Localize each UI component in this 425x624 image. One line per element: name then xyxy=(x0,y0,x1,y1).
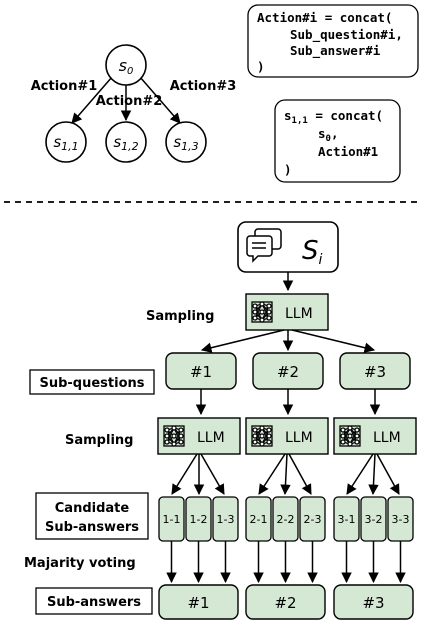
candidate-label-2-2: 2-2 xyxy=(277,513,295,526)
chat-bubble-icon xyxy=(246,228,282,263)
neural-network-icon xyxy=(163,425,185,447)
subanswer-label-3: #3 xyxy=(362,594,384,612)
sampling-label-1: Sampling xyxy=(146,309,214,324)
subanswer-box-1 xyxy=(158,584,239,620)
state-box: Si xyxy=(237,221,339,273)
candidate-label-2-1: 2-1 xyxy=(250,513,268,526)
child-node-2 xyxy=(105,121,147,163)
subanswer-label-2: #2 xyxy=(274,594,296,612)
state-label: Si xyxy=(302,236,323,268)
code2-line-1: s1,1 = concat( xyxy=(284,108,383,126)
candidate-label-1-2: 1-2 xyxy=(190,513,208,526)
candidate-label-line-2: Sub-answers xyxy=(45,520,139,535)
action-label-2: Action#2 xyxy=(96,94,163,109)
code2-line-3: Action#1 xyxy=(318,144,378,159)
action-label-3: Action#3 xyxy=(170,79,237,94)
subquestion-label-1: #1 xyxy=(190,363,212,381)
subanswer-label-1: #1 xyxy=(187,594,209,612)
code1-line-2: Sub_question#i, xyxy=(290,27,403,43)
subquestions-label: Sub-questions xyxy=(39,376,144,391)
candidate-label-2-3: 2-3 xyxy=(304,513,322,526)
candidate-label-1-1: 1-1 xyxy=(163,513,181,526)
code2-line-2: s0, xyxy=(318,126,338,144)
majority-voting-label: Majarity voting xyxy=(24,556,136,571)
candidate-label-3-1: 3-1 xyxy=(338,513,356,526)
llm-label: LLM xyxy=(285,306,313,322)
candidate-label-1-3: 1-3 xyxy=(217,513,235,526)
neural-network-icon xyxy=(251,425,273,447)
candidate-label-box xyxy=(35,492,149,540)
neural-network-icon xyxy=(339,425,361,447)
subquestion-label-3: #3 xyxy=(364,363,386,381)
subquestions-label-box xyxy=(29,369,155,395)
code2-line-4: ) xyxy=(284,162,292,177)
code1-line-1: Action#i = concat( xyxy=(257,10,392,25)
action-definition-box: Action#i = concat( Sub_question#i, Sub_a… xyxy=(247,4,419,78)
child-label-3: s1,3 xyxy=(173,133,198,153)
subanswers-label-box xyxy=(35,587,153,615)
subanswer-box-3 xyxy=(333,584,414,620)
llm-sampler-1: LLM xyxy=(157,417,241,455)
root-node xyxy=(105,44,147,86)
state-definition-box: s1,1 = concat( s0, Action#1 ) xyxy=(274,99,401,183)
action-label-1: Action#1 xyxy=(31,79,98,94)
candidate-label-line-1: Candidate xyxy=(55,501,130,516)
candidate-label-3-2: 3-2 xyxy=(365,513,383,526)
search-tree: s0 s1,1 s1,2 s1,3 Action#1 Action#2 Acti… xyxy=(31,44,237,163)
subquestion-label-2: #2 xyxy=(277,363,299,381)
child-label-1: s1,1 xyxy=(53,133,78,153)
llm-sampler-3: LLM xyxy=(333,417,417,455)
child-node-1 xyxy=(45,121,87,163)
root-label: s0 xyxy=(119,56,134,77)
llm-sampler-2: LLM xyxy=(245,417,329,455)
llm-sampler-top: LLM xyxy=(245,293,329,331)
candidate-label-3-3: 3-3 xyxy=(392,513,410,526)
neural-network-icon xyxy=(251,301,273,323)
sampling-label-2: Sampling xyxy=(65,433,133,448)
subanswer-box-2 xyxy=(245,584,326,620)
code1-line-3: Sub_answer#i xyxy=(290,43,381,59)
child-label-2: s1,2 xyxy=(113,133,138,153)
llm-label: LLM xyxy=(373,430,401,446)
code1-line-4: ) xyxy=(257,59,265,74)
llm-label: LLM xyxy=(285,430,313,446)
llm-label: LLM xyxy=(197,430,225,446)
subanswers-label: Sub-answers xyxy=(47,595,141,610)
child-node-3 xyxy=(165,121,207,163)
